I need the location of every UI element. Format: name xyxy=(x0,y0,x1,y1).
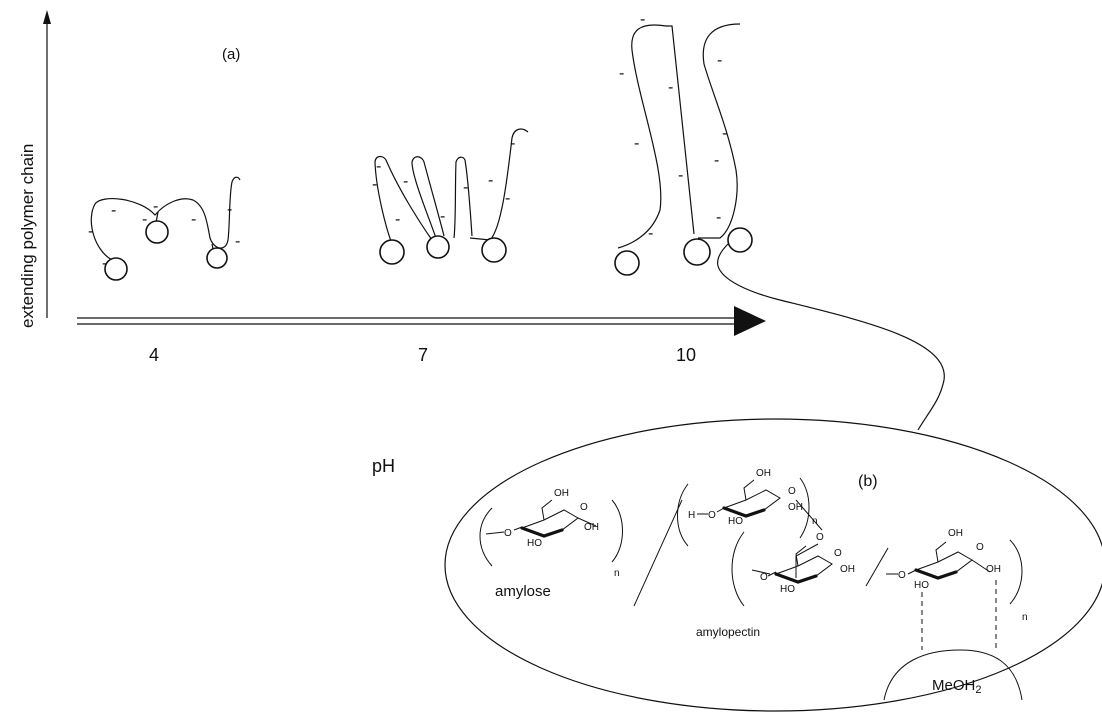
ph-axis-arrowhead xyxy=(734,306,766,336)
chain-group-ph7: - - - - - - - - - xyxy=(372,128,529,265)
bead xyxy=(145,220,169,244)
svg-text:OH: OH xyxy=(948,528,963,539)
charge-mark: - xyxy=(111,202,116,219)
charge-mark: - xyxy=(668,79,673,96)
ph-tick-7: 7 xyxy=(418,345,428,365)
svg-text:O: O xyxy=(898,570,906,581)
meoh2-structure: O OH HO OH O n xyxy=(883,528,1028,701)
bead xyxy=(379,239,405,265)
bead xyxy=(481,237,507,263)
starch-detail-ellipse xyxy=(444,418,1102,712)
charge-mark: - xyxy=(505,190,510,207)
charge-mark: - xyxy=(640,11,645,28)
charge-mark: - xyxy=(235,233,240,250)
charge-mark: - xyxy=(88,223,93,240)
bead xyxy=(614,250,640,276)
svg-text:OH: OH xyxy=(584,522,599,533)
charge-mark: - xyxy=(463,179,468,196)
charge-mark: - xyxy=(142,211,147,228)
charge-mark: - xyxy=(717,52,722,69)
charge-mark: - xyxy=(191,211,196,228)
charge-mark: - xyxy=(714,152,719,169)
svg-text:HO: HO xyxy=(780,584,795,595)
svg-text:H: H xyxy=(688,510,695,521)
charge-mark: - xyxy=(678,167,683,184)
charge-mark: - xyxy=(619,65,624,82)
y-axis-label: extending polymer chain xyxy=(18,144,37,328)
bead xyxy=(683,238,711,266)
svg-text:n: n xyxy=(1022,612,1028,623)
ph-tick-4: 4 xyxy=(149,345,159,365)
charge-mark: - xyxy=(395,211,400,228)
charge-mark: - xyxy=(372,176,377,193)
ph-axis-label: pH xyxy=(372,456,395,476)
svg-text:OH: OH xyxy=(756,468,771,479)
svg-text:HO: HO xyxy=(914,580,929,591)
svg-text:OH: OH xyxy=(788,502,803,513)
svg-text:O: O xyxy=(504,528,512,539)
charge-mark: - xyxy=(102,255,107,272)
panel-b-label: (b) xyxy=(858,473,878,490)
svg-text:O: O xyxy=(580,502,588,513)
charge-mark: - xyxy=(716,209,721,226)
svg-text:O: O xyxy=(708,510,716,521)
meoh2-label: MeOH2 xyxy=(932,677,981,696)
charge-mark: - xyxy=(440,208,445,225)
charge-mark: - xyxy=(227,201,232,218)
amylopectin-structure: H O OH HO OH O n O O HO OH O xyxy=(677,468,855,607)
svg-text:OH: OH xyxy=(840,564,855,575)
chain-group-ph4: - - - - - - - - xyxy=(88,176,241,281)
amylose-label: amylose xyxy=(495,583,551,600)
charge-mark: - xyxy=(634,135,639,152)
charge-mark: - xyxy=(376,158,381,175)
separator-slash-2 xyxy=(865,547,889,587)
svg-text:O: O xyxy=(834,548,842,559)
svg-text:O: O xyxy=(816,532,824,543)
svg-text:O: O xyxy=(976,542,984,553)
bead xyxy=(206,247,228,269)
chain-group-ph10: - - - - - - - - - - xyxy=(614,11,945,431)
ph-tick-10: 10 xyxy=(676,345,696,365)
svg-text:HO: HO xyxy=(728,516,743,527)
bead xyxy=(426,235,450,259)
charge-mark: - xyxy=(722,125,727,142)
svg-text:OH: OH xyxy=(986,564,1001,575)
panel-a-label: (a) xyxy=(222,46,240,63)
svg-text:HO: HO xyxy=(527,538,542,549)
svg-text:O: O xyxy=(788,486,796,497)
svg-text:O: O xyxy=(760,572,768,583)
separator-slash xyxy=(633,499,683,607)
charge-mark: - xyxy=(153,198,158,215)
charge-mark: - xyxy=(648,225,653,242)
charge-mark: - xyxy=(403,173,408,190)
bead xyxy=(727,227,753,253)
charge-mark: - xyxy=(488,172,493,189)
svg-text:n: n xyxy=(614,568,620,579)
amylopectin-label: amylopectin xyxy=(696,625,760,639)
bead xyxy=(104,257,128,281)
charge-mark: - xyxy=(510,135,515,152)
y-axis-arrowhead xyxy=(43,10,51,24)
svg-text:OH: OH xyxy=(554,488,569,499)
amylose-structure: O OH HO OH O n xyxy=(479,488,623,579)
